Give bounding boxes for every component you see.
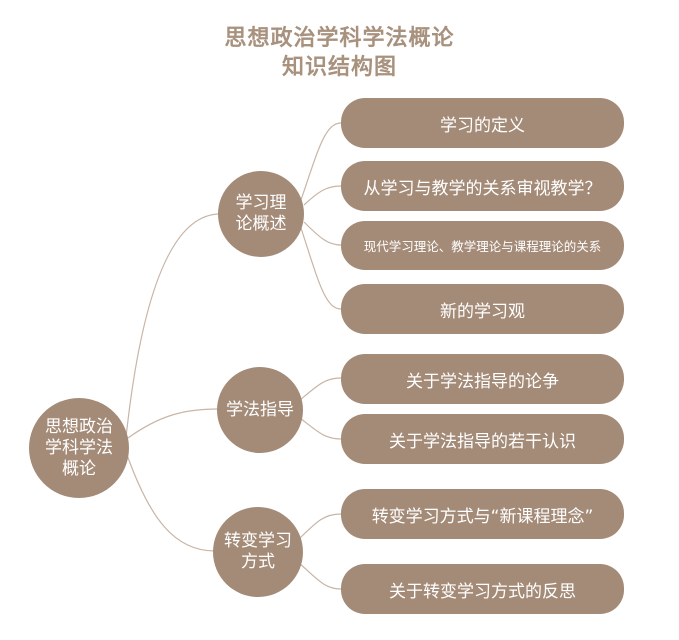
connector-b1-leaf-4 [300,227,342,310]
leaf-label: 新的学习观 [440,301,525,322]
branch-2-line-1: 学法指导 [226,399,294,420]
leaf-label: 学习的定义 [440,115,525,136]
leaf-label: 关于转变学习方式的反思 [389,581,576,602]
leaf-label: 从学习与教学的关系审视教学？ [363,178,602,199]
connector-b3-leaf-2 [297,561,342,590]
branch-node-learning-mode: 转变学习 方式 [213,507,303,597]
root-node-line-3: 概论 [62,458,96,479]
connector-b1-leaf-1 [300,122,342,201]
leaf-node: 关于学法指导的论争 [341,354,624,404]
leaf-label: 转变学习方式与“新课程理念” [371,506,594,527]
connector-b1-leaf-2 [303,185,342,206]
connector-b1-leaf-3 [303,221,342,246]
leaf-label: 关于学法指导的若干认识 [389,431,576,452]
root-node-line-1: 思想政治 [45,416,113,437]
leaf-node: 从学习与教学的关系审视教学？ [341,161,624,211]
branch-1-line-2: 论概述 [235,214,287,234]
leaf-node: 关于学法指导的若干认识 [341,414,624,464]
leaf-label: 关于学法指导的论争 [406,371,559,392]
connector-root-branch-3 [125,451,216,552]
connector-root-branch-2 [127,408,219,439]
leaf-node: 转变学习方式与“新课程理念” [341,489,624,539]
diagram-subtitle: 知识结构图 [281,55,397,80]
connector-root-branch-1 [124,213,221,448]
leaf-node: 关于转变学习方式的反思 [341,564,624,614]
leaf-node: 新的学习观 [341,284,624,334]
root-node-line-2: 学科学法 [45,437,113,458]
diagram-title: 思想政治学科学法概论 [224,26,455,51]
branch-3-line-2: 方式 [241,552,275,572]
leaf-node: 现代学习理论、教学理论与课程理论的关系 [341,221,624,270]
connector-b2-leaf-1 [299,377,342,401]
root-node: 思想政治 学科学法 概论 [29,398,129,498]
branch-1-line-1: 学习理 [235,193,287,213]
branch-node-study-guidance: 学法指导 [217,367,303,453]
branch-node-learning-theory: 学习理 论概述 [218,171,304,257]
connector-b3-leaf-1 [297,513,342,541]
connector-b2-leaf-2 [299,417,342,440]
branch-3-line-1: 转变学习 [224,531,292,551]
leaf-label: 现代学习理论、教学理论与课程理论的关系 [363,239,602,254]
leaf-node: 学习的定义 [341,98,624,148]
